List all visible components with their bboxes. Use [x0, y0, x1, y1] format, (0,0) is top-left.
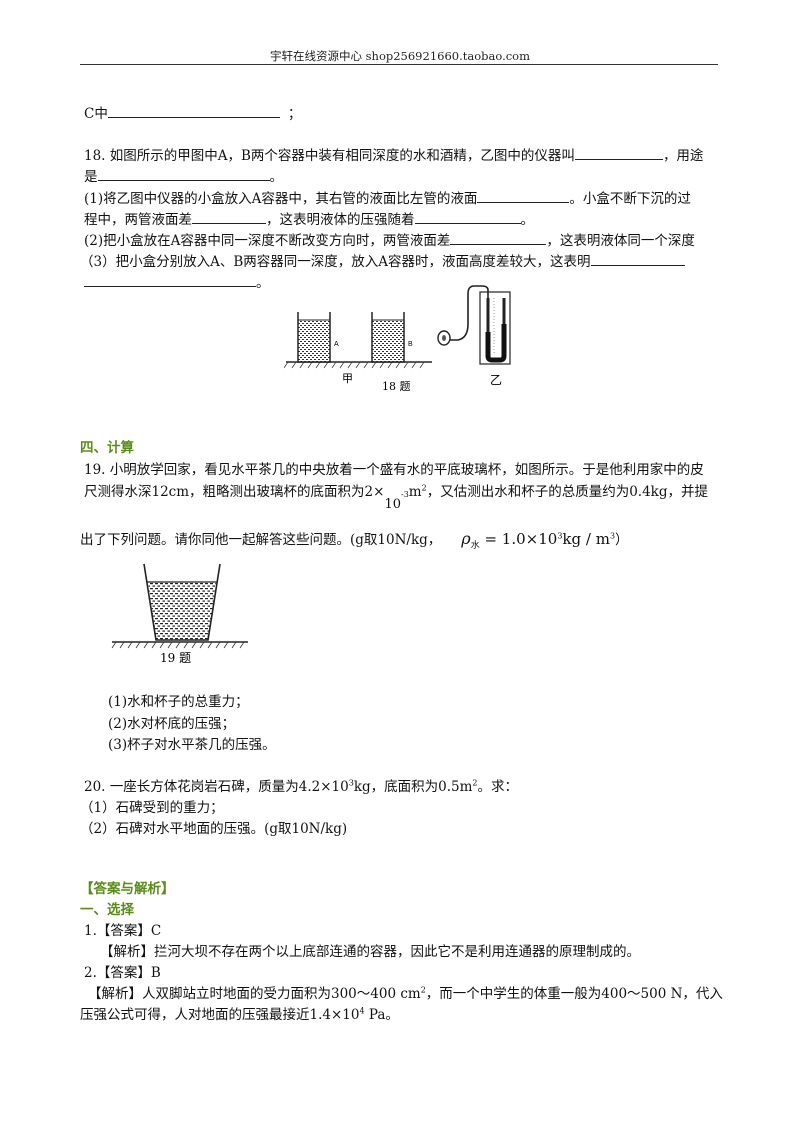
- answers-title: 【答案与解析】: [80, 881, 175, 897]
- answer-2-explanation-line-1: 【解析】人双脚站立时地面的受力面积为300～400 cm2，而一个中学生的体重一…: [88, 982, 723, 1003]
- answer-blank[interactable]: [107, 103, 280, 118]
- q19-line-2: 尺测得水深12cm，粗略测出玻璃杯的底面积为2×10-3m2，又估测出水和杯子的…: [84, 480, 708, 513]
- rho-symbol: ρ: [461, 529, 471, 548]
- q18-text: 。: [269, 169, 284, 185]
- rho-unit: kg / m: [562, 530, 610, 548]
- answer-blank[interactable]: [450, 230, 547, 245]
- q18-line-7: 。: [84, 271, 270, 291]
- u-tube-manometer: [437, 285, 511, 365]
- answer-blank[interactable]: [590, 251, 685, 266]
- q18-text: (2)把小盒放在A容器中同一深度不断改变方向时，两管液面差: [84, 233, 451, 249]
- answer-blank[interactable]: [477, 188, 570, 203]
- rho-value: = 1.0×10: [479, 530, 558, 548]
- q20-sup: 2: [472, 778, 478, 788]
- q18-text: 是: [84, 169, 98, 185]
- q17-c-line: C中 ；: [84, 102, 301, 122]
- q20-sup: 3: [348, 778, 354, 788]
- q17-c-suffix: ；: [287, 106, 302, 122]
- container-b-liquid: [372, 320, 404, 362]
- figure-label-yi: 乙: [490, 373, 502, 387]
- rho-sub: 水: [470, 541, 480, 551]
- answer-blank[interactable]: [574, 145, 663, 160]
- q18-line-2: 是。: [84, 165, 283, 185]
- section-title-calc: 四、计算: [80, 440, 134, 456]
- answer-blank[interactable]: [414, 209, 521, 224]
- q18-line-1: 18. 如图所示的甲图中A，B两个容器中装有相同深度的水和酒精，乙图中的仪器叫 ，…: [84, 144, 703, 164]
- figure-18: A B 甲 18 题 乙: [284, 285, 511, 393]
- q19-item-2: (2)水对杯底的压强；: [108, 716, 236, 732]
- container-b: [371, 312, 405, 363]
- answer-1: 1.【答案】C: [84, 923, 162, 939]
- figure-19: 19 题: [111, 563, 248, 665]
- container-a: [297, 312, 331, 363]
- q19-item-3: (3)杯子对水平茶几的压强。: [108, 737, 276, 753]
- q19-sup: 2: [421, 483, 427, 493]
- answer-blank[interactable]: [84, 272, 256, 287]
- q18-line-4: 程中，两管液面差 ，这表明液体的压强随着 。: [84, 208, 534, 228]
- q19-text: ，又估测出水和杯子的总质量约为0.4kg，并提: [426, 484, 708, 500]
- figure-label-19: 19 题: [160, 651, 191, 665]
- q20-text: kg，底面积为0.5m: [353, 779, 473, 795]
- figure-label-jia: 甲: [342, 372, 353, 385]
- rho-sup: 3: [557, 531, 563, 541]
- answer-1-explanation: 【解析】拦河大坝不存在两个以上底部连通的容器，因此它不是利用连通器的原理制成的。: [100, 944, 640, 960]
- answer-sup: 2: [420, 985, 426, 995]
- answer-blank[interactable]: [192, 209, 266, 224]
- q19-line-1: 19. 小明放学回家，看见水平茶几的中央放着一个盛有水的平底玻璃杯，如图所示。于…: [84, 462, 704, 478]
- answer-text: 【解析】人双脚站立时地面的受力面积为300～400 cm: [88, 986, 421, 1002]
- q18-line-5: (2)把小盒放在A容器中同一深度不断改变方向时，两管液面差 ，这表明液体同一个深度: [84, 229, 695, 249]
- q18-text: 。小盒不断下沉的过: [569, 191, 691, 207]
- q19-line-3: 出了下列问题。请你同他一起解答这些问题。(g取10N/kg， ρ水 = 1.0×1…: [80, 528, 629, 551]
- q19-text: ）: [615, 532, 629, 548]
- container-b-label: B: [408, 341, 413, 348]
- q20-text: 20. 一座长方体花岗岩石碑，质量为4.2×10: [84, 779, 349, 795]
- q18-text: （3）把小盒分别放入A、B两容器同一深度，放入A容器时，液面高度差较大，这表明: [80, 254, 591, 270]
- answer-2-explanation-line-2: 压强公式可得，人对地面的压强最接近1.4×104 Pa。: [80, 1003, 399, 1024]
- q18-text: (1)将乙图中仪器的小盒放入A容器中，其右管的液面比左管的液面: [84, 191, 478, 207]
- q18-line-6: （3）把小盒分别放入A、B两容器同一深度，放入A容器时，液面高度差较大，这表明: [80, 250, 685, 270]
- q19-exp-base: 10: [384, 497, 401, 512]
- container-a-label: A: [334, 341, 339, 348]
- q18-text: 。: [520, 212, 535, 228]
- q19-text: 出了下列问题。请你同他一起解答这些问题。(g取10N/kg，: [80, 532, 442, 548]
- q19-text: 尺测得水深12cm，粗略测出玻璃杯的底面积为2×: [84, 484, 385, 500]
- q20-item-2: （2）石碑对水平地面的压强。(g取10N/kg): [80, 821, 348, 837]
- page-header: 宇轩在线资源中心 shop256921660.taobao.com: [269, 49, 531, 63]
- container-a-liquid: [298, 320, 330, 362]
- header-rule: [80, 64, 718, 65]
- answer-text: Pa。: [364, 1007, 399, 1023]
- q18-text: 。: [256, 275, 270, 291]
- q18-text: ，这表明液体同一个深度: [546, 233, 695, 249]
- q19-item-1: (1)水和杯子的总重力；: [108, 694, 249, 710]
- q18-text: ，这表明液体的压强随着: [266, 212, 415, 228]
- answer-sup: 4: [359, 1006, 365, 1016]
- answers-section-1: 一、选择: [80, 902, 134, 918]
- q19-text: m: [408, 484, 422, 500]
- rho-unit-sup: 3: [609, 531, 616, 541]
- answer-text: 压强公式可得，人对地面的压强最接近1.4×10: [80, 1007, 360, 1023]
- water: [148, 582, 216, 640]
- q19-exp-sup: -3: [401, 489, 409, 499]
- q20-text: 。求：: [477, 779, 519, 795]
- q20-item-1: （1）石碑受到的重力；: [80, 800, 224, 816]
- q17-c-label: C中: [84, 106, 108, 122]
- glass-cup: [143, 563, 221, 641]
- figure-label-18: 18 题: [382, 380, 411, 393]
- q18-text: ，用途: [662, 148, 704, 164]
- q18-line-3: (1)将乙图中仪器的小盒放入A容器中，其右管的液面比左管的液面 。小盒不断下沉的过: [84, 187, 691, 207]
- q18-text: 18. 如图所示的甲图中A，B两个容器中装有相同深度的水和酒精，乙图中的仪器叫: [84, 148, 575, 164]
- answer-2: 2.【答案】B: [84, 965, 161, 981]
- q18-text: 程中，两管液面差: [84, 212, 192, 228]
- q20-line-1: 20. 一座长方体花岗岩石碑，质量为4.2×103kg，底面积为0.5m2。求：: [84, 775, 519, 796]
- answer-blank[interactable]: [97, 166, 270, 181]
- answer-text: ，而一个中学生的体重一般为400～500 N，代入: [425, 986, 723, 1002]
